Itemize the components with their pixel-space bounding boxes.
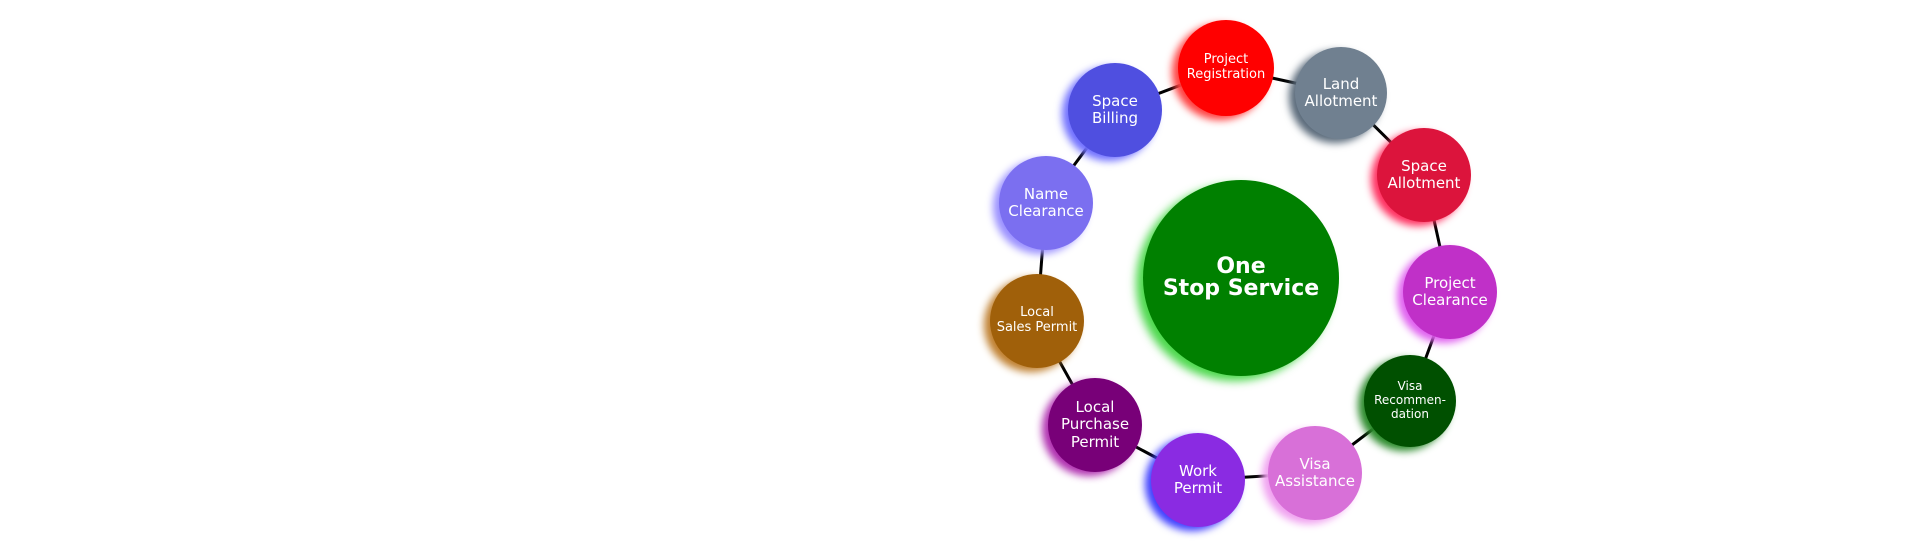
- node-visa-assistance[interactable]: Visa Assistance: [1268, 426, 1362, 520]
- hub-label: One Stop Service: [1162, 254, 1320, 301]
- node-label: Work Permit: [1173, 461, 1223, 497]
- node-local-sales-permit[interactable]: Local Sales Permit: [990, 274, 1084, 368]
- node-land-allotment[interactable]: Land Allotment: [1295, 47, 1387, 139]
- node-space-billing[interactable]: Space Billing: [1068, 63, 1162, 157]
- node-label: Local Sales Permit: [996, 305, 1078, 335]
- node-local-purchase-permit[interactable]: Local Purchase Permit: [1048, 378, 1142, 472]
- node-project-registration[interactable]: Project Registration: [1178, 20, 1274, 116]
- node-label: Visa Recommen- dation: [1374, 379, 1446, 421]
- node-label: Space Billing: [1092, 91, 1138, 127]
- node-label: Land Allotment: [1304, 74, 1378, 110]
- node-space-allotment[interactable]: Space Allotment: [1377, 128, 1471, 222]
- node-label: Project Clearance: [1412, 273, 1488, 309]
- node-label: Space Allotment: [1387, 156, 1461, 192]
- node-label: Local Purchase Permit: [1060, 398, 1130, 451]
- node-name-clearance[interactable]: Name Clearance: [999, 156, 1093, 250]
- node-visa-recommendation[interactable]: Visa Recommen- dation: [1364, 355, 1456, 447]
- one-stop-service-hub[interactable]: One Stop Service: [1143, 180, 1339, 376]
- node-label: Name Clearance: [1008, 184, 1084, 220]
- node-label: Project Registration: [1186, 52, 1266, 82]
- node-work-permit[interactable]: Work Permit: [1151, 433, 1245, 527]
- node-label: Visa Assistance: [1275, 454, 1355, 490]
- node-project-clearance[interactable]: Project Clearance: [1403, 245, 1497, 339]
